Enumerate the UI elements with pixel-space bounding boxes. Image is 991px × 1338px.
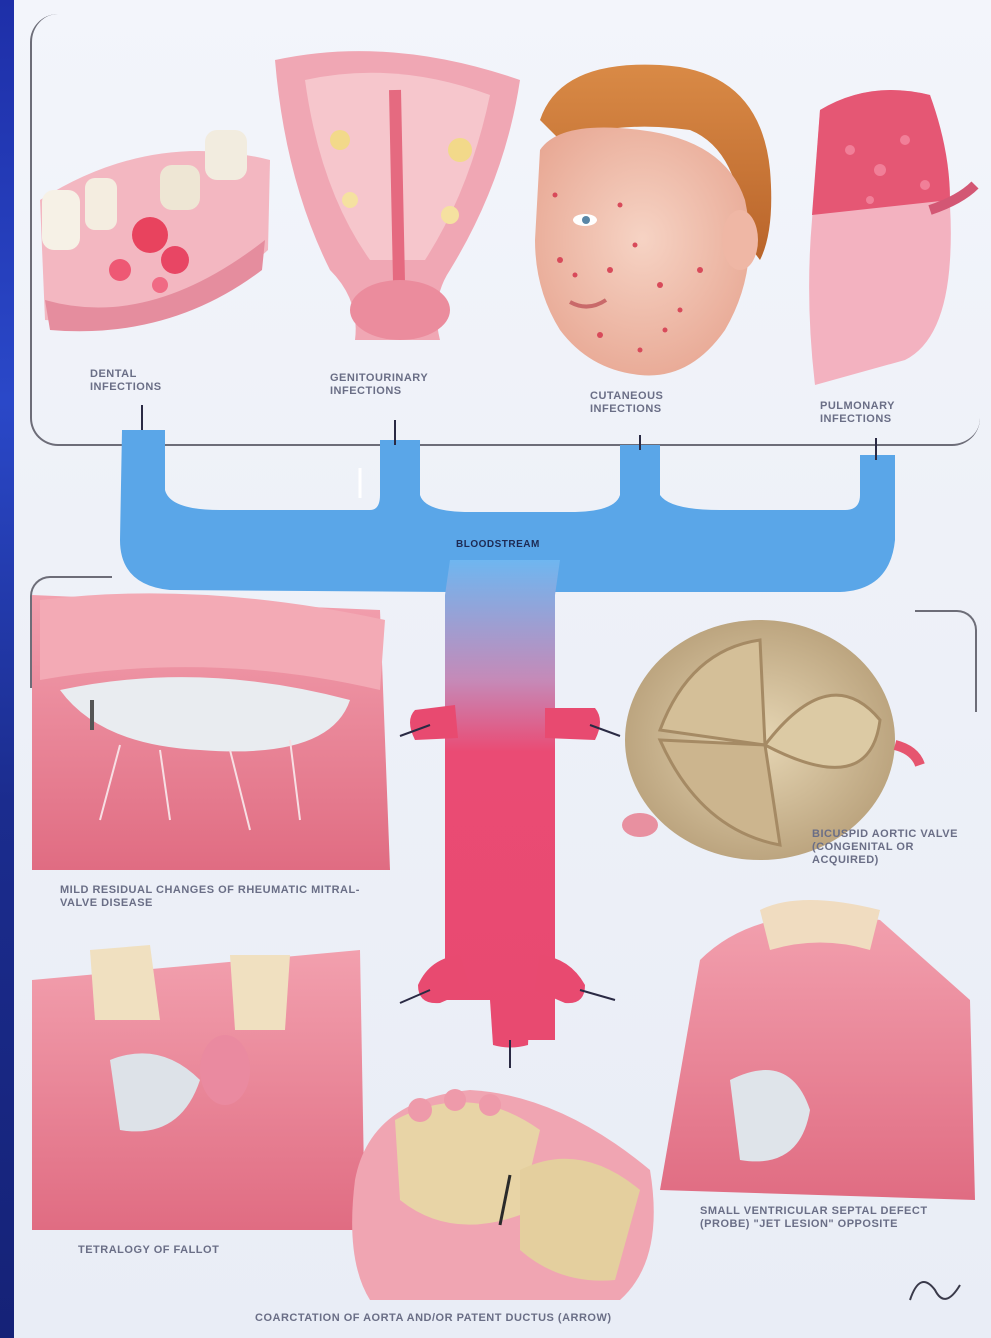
label-dental: DENTAL INFECTIONS xyxy=(90,368,200,394)
septal-defect-illustration xyxy=(660,900,975,1200)
tetralogy-illustration xyxy=(32,945,365,1230)
lung-illustration xyxy=(809,90,975,385)
bicuspid-valve-illustration xyxy=(622,620,920,860)
label-bloodstream: BLOODSTREAM xyxy=(456,538,540,551)
label-genitourinary: GENITOURINARY INFECTIONS xyxy=(330,372,470,398)
mitral-valve-illustration xyxy=(32,593,390,870)
label-mitral: MILD RESIDUAL CHANGES OF RHEUMATIC MITRA… xyxy=(60,884,360,910)
label-cutaneous: CUTANEOUS INFECTIONS xyxy=(590,390,700,416)
label-bicuspid: BICUSPID AORTIC VALVE (CONGENITAL OR ACQ… xyxy=(812,828,962,867)
label-tetralogy: TETRALOGY OF FALLOT xyxy=(78,1244,278,1257)
child-face-illustration xyxy=(535,65,771,376)
coarctation-illustration xyxy=(352,1089,654,1300)
label-coarctation: COARCTATION OF AORTA AND/OR PATENT DUCTU… xyxy=(255,1312,815,1325)
label-pulmonary: PULMONARY INFECTIONS xyxy=(820,400,930,426)
artist-signature xyxy=(910,1282,960,1300)
dental-illustration xyxy=(40,130,270,331)
label-septal: SMALL VENTRICULAR SEPTAL DEFECT (PROBE) … xyxy=(700,1205,960,1231)
genitourinary-illustration xyxy=(275,51,520,340)
